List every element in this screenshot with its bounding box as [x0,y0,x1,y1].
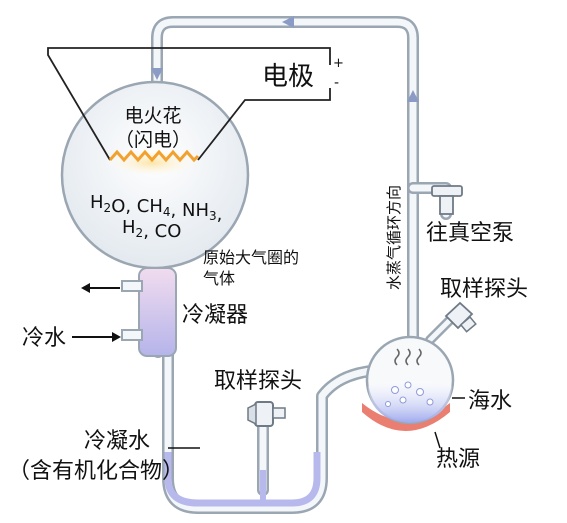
bottom-probe-label: 取样探头 [214,369,302,394]
condenser-inlet-nozzle [121,329,143,341]
seawater-label: 海水 [468,389,512,414]
arrow-in-icon [112,332,121,342]
atmosphere-sublabel: 气体 [203,269,235,288]
vacuum-pump-label: 往真空泵 [426,221,514,246]
arrow-left-icon [282,16,294,28]
heater [362,403,450,431]
gas-formula-line1: H2O, CH4, NH3, [90,192,222,225]
heat-source-label: 热源 [436,447,480,472]
bottom-probe-valve [247,401,286,427]
arrow-out-icon [81,283,90,293]
condensed-water-sublabel: （含有机化合物） [8,459,184,484]
condensate-liquid [164,452,321,507]
boiling-flask [362,335,455,431]
arrow-up-icon [407,90,419,102]
vacuum-valve [431,185,463,215]
flow-arrows [151,16,419,102]
condensed-water-label: 冷凝水 [84,429,150,454]
spark-label: 电火花 [124,105,181,127]
condenser-jacket [138,267,177,357]
electrode-label: 电极 [262,62,314,92]
right-probe-valve [425,301,477,345]
condenser [72,267,177,357]
cold-water-label: 冷水 [22,326,66,351]
leader-lines [168,397,465,449]
condenser-outlet-nozzle [121,280,143,292]
atmosphere-label: 原始大气圈的 [203,248,299,267]
right-probe-label: 取样探头 [440,277,528,302]
electrode-wires [47,47,331,161]
condensate-in-probe [260,470,266,500]
plus-sign: + [333,56,344,71]
steam-icon [394,348,422,366]
gas-formula-line2: H2, CO [122,217,181,242]
arrow-down-icon [151,68,163,80]
spark-zigzag [108,149,200,163]
seawater-fill [368,381,452,423]
spark-sublabel: （闪电） [115,129,191,151]
condenser-label: 冷凝器 [182,303,248,328]
vapor-direction-label: 水蒸气循环方向 [385,185,403,290]
minus-sign: - [334,75,339,91]
